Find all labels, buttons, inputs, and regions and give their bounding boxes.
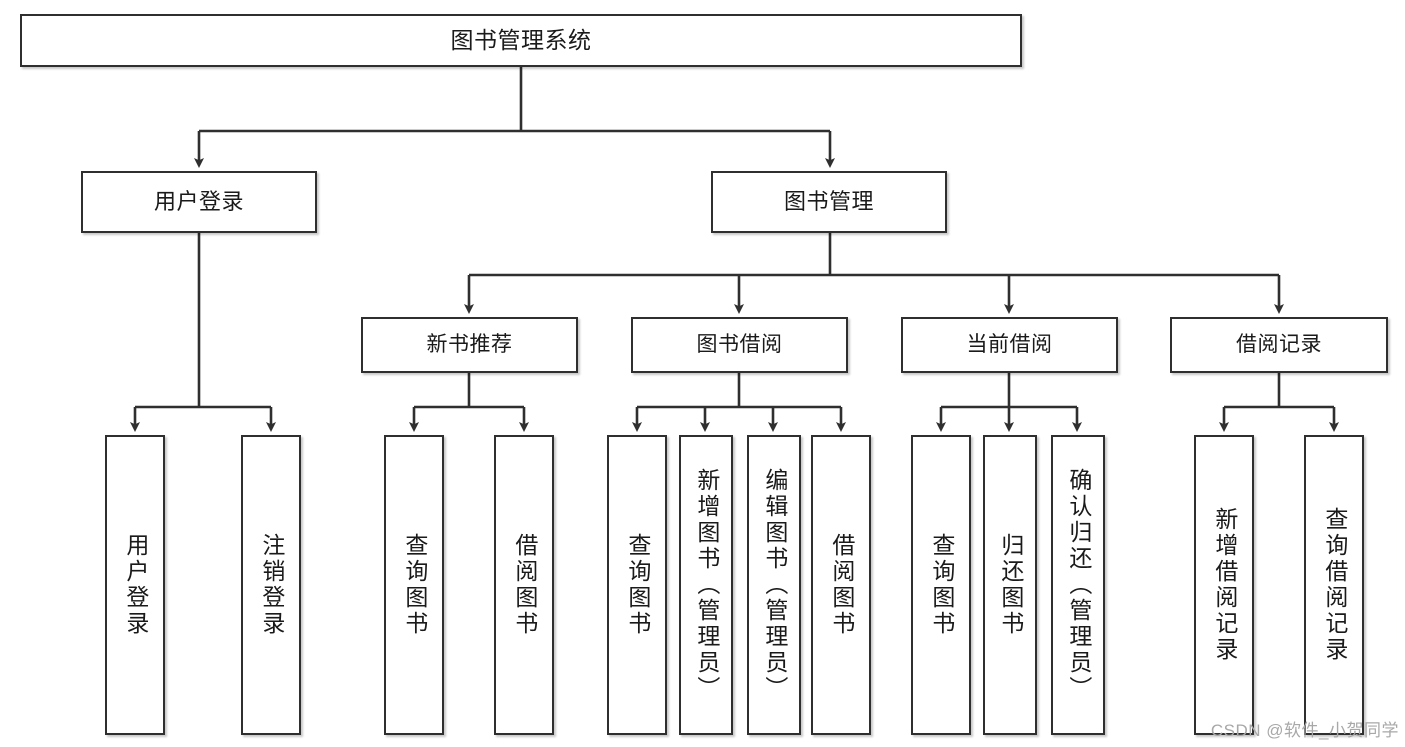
node-root[interactable]: 图书管理系统 — [20, 14, 1022, 67]
node-leaf-query-book-1[interactable]: 查询图书 — [384, 435, 444, 735]
csdn-watermark: CSDN @软件_小贺同学 — [1210, 721, 1399, 740]
node-root-label: 图书管理系统 — [450, 26, 592, 53]
node-leaf-logout[interactable]: 注销登录 — [241, 435, 301, 735]
node-leaf-borrow-book-2[interactable]: 借阅图书 — [811, 435, 871, 735]
node-book-borrow-label: 图书借阅 — [696, 332, 783, 356]
node-book-manage[interactable]: 图书管理 — [711, 171, 947, 233]
node-current-borrow-label: 当前借阅 — [966, 332, 1053, 356]
node-borrow-record-label: 借阅记录 — [1236, 332, 1322, 356]
node-leaf-query-book-2-label: 查询图书 — [624, 533, 651, 637]
node-new-book-recommend[interactable]: 新书推荐 — [361, 317, 578, 373]
node-leaf-add-book-label: 新增图书（管理员） — [693, 468, 720, 702]
node-leaf-query-book-3-label: 查询图书 — [928, 533, 955, 637]
node-leaf-edit-book[interactable]: 编辑图书（管理员） — [747, 435, 801, 735]
node-leaf-borrow-book-2-label: 借阅图书 — [828, 533, 855, 637]
node-user-login[interactable]: 用户登录 — [81, 171, 317, 233]
node-leaf-borrow-book-1-label: 借阅图书 — [511, 533, 538, 637]
node-borrow-record[interactable]: 借阅记录 — [1170, 317, 1388, 373]
node-leaf-edit-book-label: 编辑图书（管理员） — [761, 468, 788, 702]
node-leaf-user-login-label: 用户登录 — [122, 533, 149, 637]
node-book-borrow[interactable]: 图书借阅 — [631, 317, 848, 373]
node-leaf-add-record[interactable]: 新增借阅记录 — [1194, 435, 1254, 735]
node-leaf-confirm-return[interactable]: 确认归还（管理员） — [1051, 435, 1105, 735]
node-leaf-query-book-1-label: 查询图书 — [401, 533, 428, 637]
node-leaf-query-record-label: 查询借阅记录 — [1321, 507, 1348, 663]
node-leaf-user-login[interactable]: 用户登录 — [105, 435, 165, 735]
node-leaf-return-book-label: 归还图书 — [997, 533, 1024, 637]
node-leaf-query-book-2[interactable]: 查询图书 — [607, 435, 667, 735]
node-leaf-add-book[interactable]: 新增图书（管理员） — [679, 435, 733, 735]
node-book-manage-label: 图书管理 — [783, 189, 874, 215]
node-new-book-recommend-label: 新书推荐 — [426, 332, 513, 356]
node-leaf-logout-label: 注销登录 — [258, 533, 285, 637]
node-current-borrow[interactable]: 当前借阅 — [901, 317, 1118, 373]
node-leaf-return-book[interactable]: 归还图书 — [983, 435, 1037, 735]
node-leaf-query-record[interactable]: 查询借阅记录 — [1304, 435, 1364, 735]
node-leaf-borrow-book-1[interactable]: 借阅图书 — [494, 435, 554, 735]
node-leaf-add-record-label: 新增借阅记录 — [1211, 507, 1238, 663]
node-leaf-confirm-return-label: 确认归还（管理员） — [1065, 468, 1092, 702]
node-leaf-query-book-3[interactable]: 查询图书 — [911, 435, 971, 735]
node-user-login-label: 用户登录 — [153, 189, 244, 215]
